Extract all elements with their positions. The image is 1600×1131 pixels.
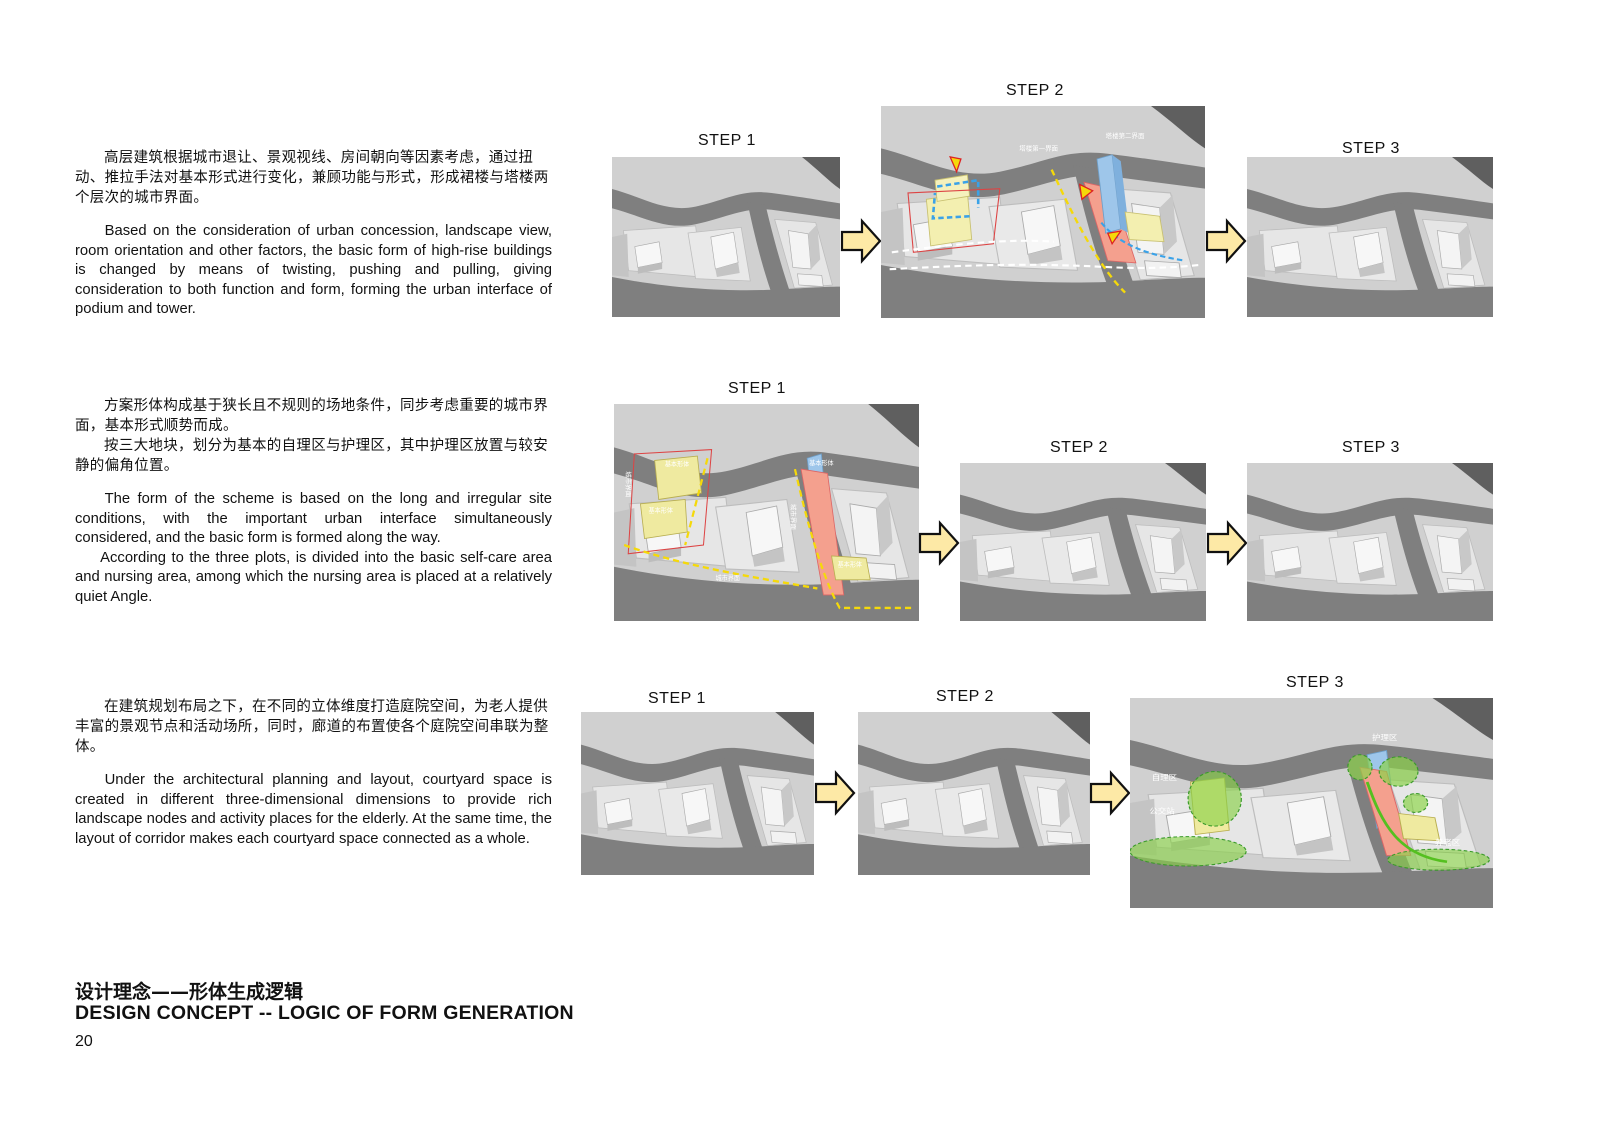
section-1-step-1-panel <box>612 157 840 317</box>
s1-annot-1: 塔楼第一界面 <box>1019 144 1058 153</box>
section-2-cn-text-1: 方案形体构成基于狭长且不规则的场地条件，同步考虑重要的城市界面，基本形式顺势而成… <box>75 398 548 434</box>
section-2-step-1-panel: 基本形体 基本形体 基本形体 基本形体 城市界面 城市界面 城市界面 <box>614 404 919 621</box>
section-2-text: 方案形体构成基于狭长且不规则的场地条件，同步考虑重要的城市界面，基本形式顺势而成… <box>75 396 552 607</box>
s2-annot-2: 基本形体 <box>649 505 674 514</box>
section-3-step-1-panel <box>581 712 814 875</box>
s3-annot-2: 公交站 <box>1149 806 1174 815</box>
section-1-cn-text: 高层建筑根据城市退让、景观视线、房间朝向等因素考虑，通过扭动、推拉手法对基本形式… <box>75 150 549 206</box>
section-1-step-2-panel: 塔楼第一界面 塔楼第二界面 <box>881 106 1205 318</box>
block-arrow-icon <box>1205 218 1247 264</box>
section-3-cn-text: 在建筑规划布局之下，在不同的立体维度打造庭院空间，为老人提供丰富的景观节点和活动… <box>75 699 549 755</box>
block-arrow-icon <box>840 218 882 264</box>
section-3-step-2-label: STEP 2 <box>936 688 994 705</box>
s3-annot-4: 养老区 <box>1435 838 1460 847</box>
section-1-step-2-label: STEP 2 <box>1006 82 1064 99</box>
section-1-step-3-label: STEP 3 <box>1342 140 1400 157</box>
section-2-step-3-panel <box>1247 463 1493 621</box>
section-1-text: 高层建筑根据城市退让、景观视线、房间朝向等因素考虑，通过扭动、推拉手法对基本形式… <box>75 148 552 320</box>
s3-annot-1: 自理区 <box>1152 772 1177 781</box>
block-arrow-icon <box>918 520 960 566</box>
block-arrow-icon <box>1089 770 1131 816</box>
s3-annot-3: 护理区 <box>1372 733 1397 742</box>
section-3-en-text: Under the architectural planning and lay… <box>75 772 552 847</box>
section-1-en-text: Based on the consideration of urban conc… <box>75 223 552 317</box>
s2-annot-3: 基本形体 <box>809 458 834 467</box>
section-3-step-3-panel: 自理区 公交站 护理区 养老区 <box>1130 698 1493 908</box>
s2-annot-7: 城市界面 <box>789 504 798 530</box>
section-2-step-3-label: STEP 3 <box>1342 439 1400 456</box>
section-2-en-text-2: According to the three plots, is divided… <box>75 549 552 605</box>
page-title-en: DESIGN CONCEPT -- LOGIC OF FORM GENERATI… <box>75 1002 574 1024</box>
s2-annot-1: 基本形体 <box>665 459 690 468</box>
block-arrow-icon <box>814 770 856 816</box>
section-2-en-text-1: The form of the scheme is based on the l… <box>75 491 552 546</box>
section-2-cn-text-2: 按三大地块，划分为基本的自理区与护理区，其中护理区放置与较安静的偏角位置。 <box>75 438 548 474</box>
section-2-step-2-label: STEP 2 <box>1050 439 1108 456</box>
section-1-step-1-label: STEP 1 <box>698 132 756 149</box>
block-arrow-icon <box>1206 520 1248 566</box>
section-1-step-3-panel <box>1247 157 1493 317</box>
section-2-step-2-panel <box>960 463 1206 621</box>
s1-annot-2: 塔楼第二界面 <box>1106 131 1145 140</box>
s2-annot-6: 城市界面 <box>624 471 633 497</box>
page-number: 20 <box>75 1033 93 1050</box>
section-3-step-1-label: STEP 1 <box>648 690 706 707</box>
s2-annot-5: 城市界面 <box>716 573 740 582</box>
section-2-step-1-label: STEP 1 <box>728 380 786 397</box>
section-3-step-2-panel <box>858 712 1090 875</box>
section-3-text: 在建筑规划布局之下，在不同的立体维度打造庭院空间，为老人提供丰富的景观节点和活动… <box>75 697 552 849</box>
s2-annot-4: 基本形体 <box>838 560 863 569</box>
page-title-cn: 设计理念——形体生成逻辑 <box>75 981 304 1003</box>
section-3-step-3-label: STEP 3 <box>1286 674 1344 691</box>
